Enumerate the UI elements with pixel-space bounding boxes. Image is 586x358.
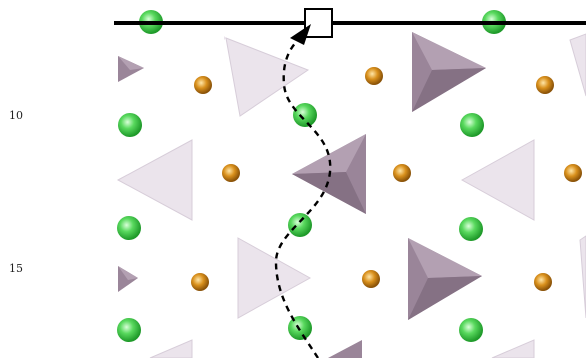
- light-triangle: [149, 339, 193, 358]
- green-atom: [288, 213, 312, 237]
- dark-triangle: [408, 238, 482, 320]
- light-triangle: [460, 139, 535, 221]
- gold-atom: [365, 67, 383, 85]
- gold-atom: [191, 273, 209, 291]
- green-atom: [293, 103, 317, 127]
- green-atom: [288, 316, 312, 340]
- light-triangle: [491, 339, 535, 358]
- gold-atom: [536, 76, 554, 94]
- row-label-15: 15: [9, 262, 23, 275]
- gold-atom: [564, 164, 582, 182]
- light-triangle: [237, 237, 312, 319]
- green-atom: [117, 318, 141, 342]
- dark-triangle: [328, 340, 362, 358]
- green-atom: [459, 318, 483, 342]
- green-atom: [118, 113, 142, 137]
- light-triangle: [579, 235, 586, 319]
- dark-triangle: [118, 56, 144, 82]
- light-triangle: [224, 36, 226, 40]
- light-triangle: [569, 33, 586, 97]
- gold-atom: [194, 76, 212, 94]
- dark-triangle: [566, 136, 586, 160]
- gold-atom: [534, 273, 552, 291]
- green-atom: [459, 217, 483, 241]
- vacancy-square: [304, 8, 333, 38]
- green-atom: [117, 216, 141, 240]
- gold-atom: [222, 164, 240, 182]
- row-label-10: 10: [9, 109, 23, 122]
- light-triangle: [225, 37, 310, 117]
- gold-atom: [362, 270, 380, 288]
- dark-triangle: [412, 32, 486, 112]
- diffusion-path: [274, 39, 332, 358]
- arrow-head-icon: [290, 24, 311, 45]
- green-atom: [460, 113, 484, 137]
- gold-atom: [393, 164, 411, 182]
- dark-triangle: [118, 266, 138, 292]
- light-triangle: [116, 139, 193, 221]
